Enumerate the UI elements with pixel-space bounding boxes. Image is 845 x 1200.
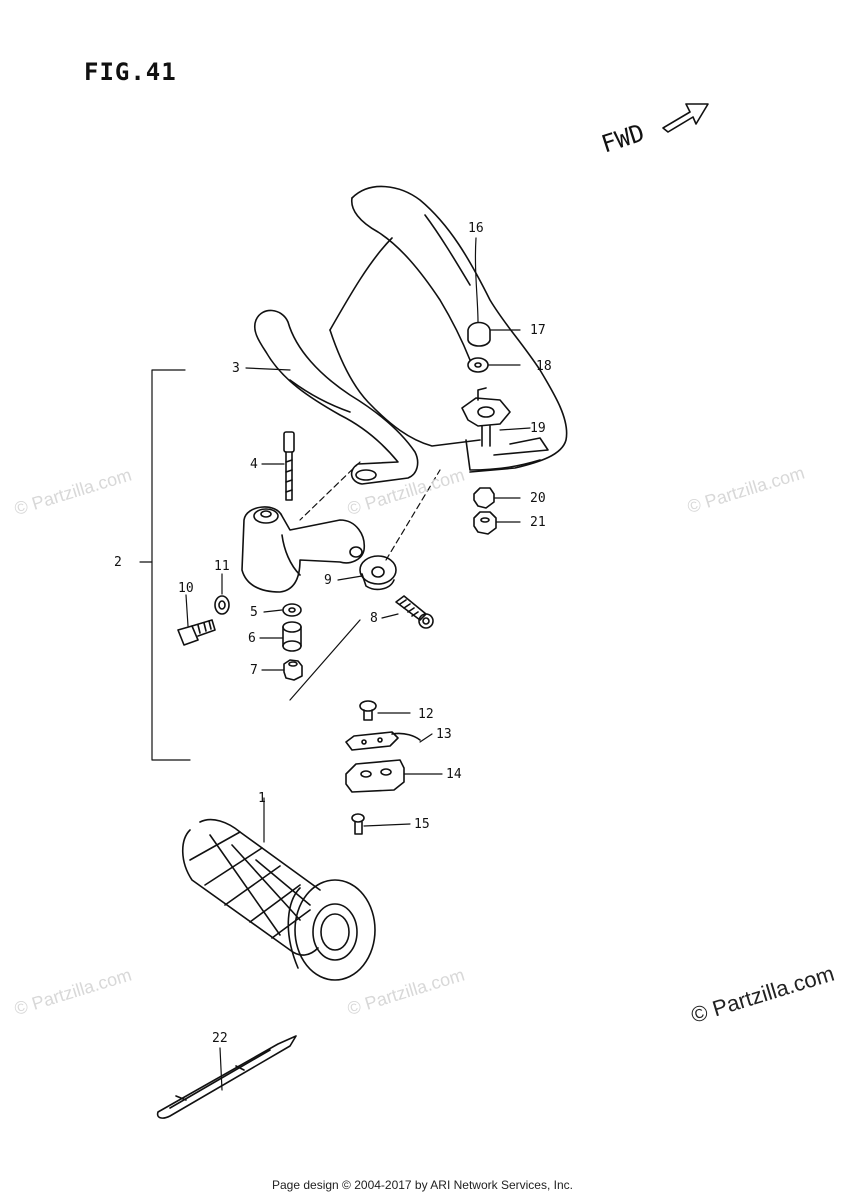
callout-16: 16	[468, 221, 484, 236]
adjuster-disc-part	[359, 555, 397, 591]
callout-6: 6	[248, 631, 256, 646]
page-footer: Page design © 2004-2017 by ARI Network S…	[271, 1178, 573, 1192]
callout-22: 22	[212, 1031, 228, 1046]
callout-2: 2	[114, 555, 122, 570]
callout-17: 17	[530, 323, 546, 338]
callout-20: 20	[530, 491, 546, 506]
small-washer-part	[282, 603, 302, 617]
callout-8: 8	[370, 611, 378, 626]
guard-nut-part	[473, 487, 495, 509]
lever-holder-part	[241, 506, 365, 593]
hand-guard-part	[329, 185, 568, 473]
fwd-arrow-icon	[662, 103, 709, 133]
callout-10: 10	[178, 581, 194, 596]
callout-11: 11	[214, 559, 230, 574]
guard-washer-part	[467, 357, 489, 373]
clamp-screw-part	[351, 813, 365, 835]
callout-1: 1	[258, 791, 266, 806]
callout-19: 19	[530, 421, 546, 436]
collar-part	[282, 621, 302, 652]
callout-5: 5	[250, 605, 258, 620]
cable-tie-part	[156, 1035, 297, 1119]
grip-part	[181, 818, 376, 981]
callout-18: 18	[536, 359, 552, 374]
callout-12: 12	[418, 707, 434, 722]
washer-part	[214, 595, 230, 615]
guard-bracket-part	[461, 387, 511, 447]
cap-part	[467, 321, 491, 347]
clamp-plate-part	[345, 731, 421, 751]
leader-lines	[139, 237, 531, 1091]
adjuster-bolt-part	[395, 595, 434, 629]
clutch-lever-part	[253, 309, 419, 485]
clamp-part	[345, 759, 405, 793]
callout-7: 7	[250, 663, 258, 678]
callout-15: 15	[414, 817, 430, 832]
callout-9: 9	[324, 573, 332, 588]
guard-cap-nut-part	[473, 511, 497, 535]
callout-3: 3	[232, 361, 240, 376]
callout-13: 13	[436, 727, 452, 742]
clamp-bolt-part	[177, 619, 216, 646]
callout-labels: 1 2 3 4 5 6 7 8 9 10 11 12 13 14 15 16 1…	[114, 221, 552, 1046]
callout-14: 14	[446, 767, 462, 782]
nut-part	[283, 659, 303, 681]
callout-21: 21	[530, 515, 546, 530]
callout-4: 4	[250, 457, 258, 472]
figure-title: FIG.41	[84, 58, 177, 86]
pivot-bolt-part	[283, 431, 295, 501]
screw-part	[359, 700, 377, 721]
